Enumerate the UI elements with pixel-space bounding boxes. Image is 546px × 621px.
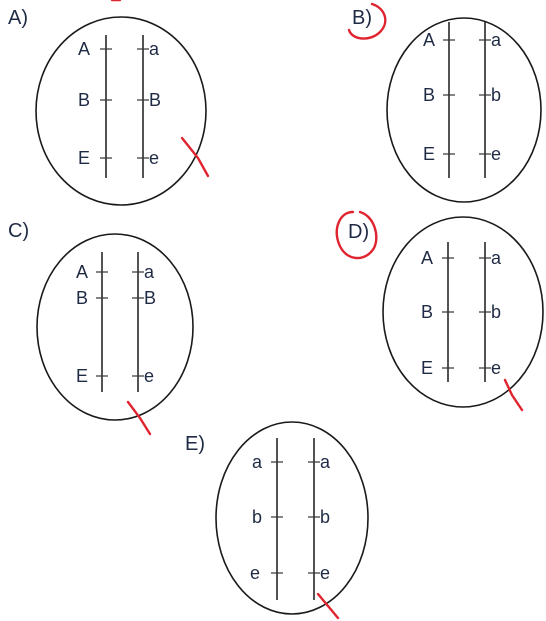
- option-c-allele-1-left: A: [76, 262, 88, 282]
- option-a-allele-3-left: E: [78, 148, 90, 168]
- option-b-label: B): [352, 7, 372, 29]
- option-d-label: D): [348, 221, 369, 243]
- option-d: D) A a B b E e: [337, 212, 543, 410]
- option-c-cell: [37, 234, 193, 420]
- option-b: B) A a B b E e: [349, 4, 541, 202]
- option-d-cell: [383, 217, 543, 407]
- option-b-cell: [387, 18, 541, 202]
- option-b-allele-2-right: b: [491, 85, 501, 105]
- option-a-allele-2-left: B: [78, 90, 90, 110]
- option-d-cross-mark: [505, 380, 522, 410]
- option-e-allele-2-left: b: [252, 507, 262, 527]
- option-a-allele-2-right: B: [149, 90, 161, 110]
- option-d-allele-1-right: a: [491, 248, 502, 268]
- option-c-allele-3-right: e: [144, 366, 154, 386]
- option-c-allele-3-left: E: [76, 366, 88, 386]
- option-e-allele-3-left: e: [250, 563, 260, 583]
- option-a-allele-1-right: a: [149, 39, 160, 59]
- option-e-allele-2-right: b: [320, 507, 330, 527]
- option-b-allele-1-left: A: [423, 30, 435, 50]
- option-a-cell: [36, 17, 206, 205]
- option-a-allele-3-right: e: [149, 148, 159, 168]
- option-d-allele-3-left: E: [421, 358, 433, 378]
- option-b-allele-1-right: a: [491, 30, 502, 50]
- option-c-allele-2-right: B: [144, 288, 156, 308]
- option-c: C) A a B B E e: [8, 220, 193, 434]
- option-d-allele-2-left: B: [421, 302, 433, 322]
- option-e-cell: [216, 422, 368, 614]
- option-d-allele-2-right: b: [491, 302, 501, 322]
- option-e-allele-1-right: a: [320, 452, 331, 472]
- option-e-allele-3-right: e: [320, 563, 330, 583]
- option-c-allele-1-right: a: [144, 262, 155, 282]
- option-e-allele-1-left: a: [252, 452, 263, 472]
- option-c-label: C): [8, 220, 29, 242]
- option-c-allele-2-left: B: [76, 288, 88, 308]
- option-e: E) a a b b e e: [185, 422, 368, 618]
- option-e-label: E): [185, 433, 205, 455]
- option-b-allele-2-left: B: [423, 85, 435, 105]
- option-b-allele-3-left: E: [423, 144, 435, 164]
- option-b-allele-3-right: e: [491, 144, 501, 164]
- option-a-allele-1-left: A: [78, 39, 90, 59]
- option-a: A) A a B B E e: [8, 7, 208, 205]
- option-d-allele-3-right: e: [491, 358, 501, 378]
- option-a-label: A): [8, 7, 28, 29]
- option-d-allele-1-left: A: [421, 248, 433, 268]
